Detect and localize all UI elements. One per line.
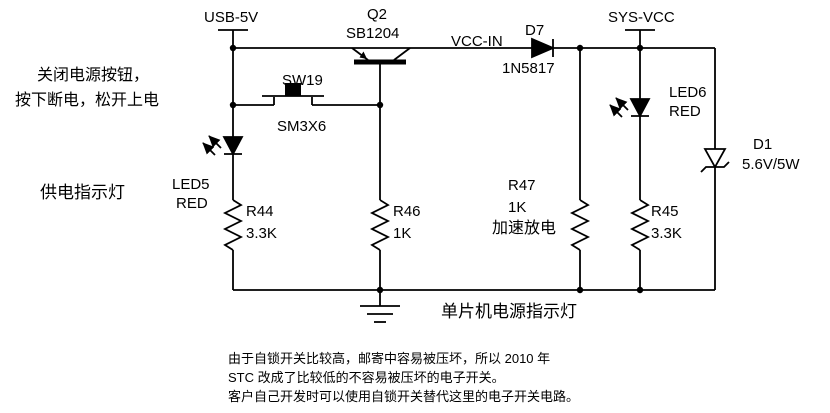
r46-ref: R46 xyxy=(393,203,421,220)
r44-ref: R44 xyxy=(246,203,274,220)
annotation-power-button-line2: 按下断电，松开上电 xyxy=(15,92,160,109)
junction-dots xyxy=(229,44,644,294)
d1-value: 5.6V/5W xyxy=(742,156,800,173)
led6-symbol xyxy=(609,97,651,118)
net-label-sysvcc: SYS-VCC xyxy=(608,9,675,26)
net-label-usb5v: USB-5V xyxy=(204,9,259,26)
net-label-vccin: VCC-IN xyxy=(451,33,503,50)
annotation-power-button-line1: 关闭电源按钮， xyxy=(37,67,150,84)
sw19-part: SM3X6 xyxy=(277,118,327,135)
r45-value: 3.3K xyxy=(651,225,682,242)
d1-ref: D1 xyxy=(753,136,773,153)
led6-color: RED xyxy=(669,103,701,120)
led5-symbol xyxy=(202,135,244,156)
r44-value: 3.3K xyxy=(246,225,277,242)
transistor-q2-symbol xyxy=(351,47,411,105)
diode-d7-symbol xyxy=(531,37,556,59)
switch-sw19-symbol xyxy=(233,83,380,106)
resistor-r44-symbol xyxy=(222,199,244,251)
annotation-power-indicator: 供电指示灯 xyxy=(40,183,125,202)
resistor-r46-symbol xyxy=(369,199,391,251)
annotation-mcu-power-indicator: 单片机电源指示灯 xyxy=(441,302,577,321)
r47-ref: R47 xyxy=(508,177,536,194)
footnote: 由于自锁开关比较高，邮寄中容易被压坏，所以 2010 年 STC 改成了比较低的… xyxy=(228,349,579,406)
footnote-line-2: STC 改成了比较低的不容易被压坏的电子开关。 xyxy=(228,370,505,385)
r47-note: 加速放电 xyxy=(492,220,557,237)
d7-part: 1N5817 xyxy=(502,60,555,77)
resistor-r47-symbol xyxy=(569,199,591,251)
q2-part: SB1204 xyxy=(346,25,400,42)
r47-value: 1K xyxy=(508,199,527,216)
q2-ref: Q2 xyxy=(367,6,388,23)
zener-d1-symbol xyxy=(700,148,730,173)
led6-ref: LED6 xyxy=(669,84,707,101)
led5-ref: LED5 xyxy=(172,176,210,193)
footnote-line-3: 客户自己开发时可以使用自锁开关替代这里的电子开关电路。 xyxy=(228,389,580,404)
r45-ref: R45 xyxy=(651,203,679,220)
resistor-r45-symbol xyxy=(629,199,651,251)
footnote-line-1: 由于自锁开关比较高，邮寄中容易被压坏，所以 2010 年 xyxy=(228,351,551,366)
r46-value: 1K xyxy=(393,225,412,242)
led5-color: RED xyxy=(176,195,208,212)
sw19-ref: SW19 xyxy=(282,72,323,89)
d7-ref: D7 xyxy=(525,22,545,39)
ground-symbol xyxy=(360,290,400,323)
